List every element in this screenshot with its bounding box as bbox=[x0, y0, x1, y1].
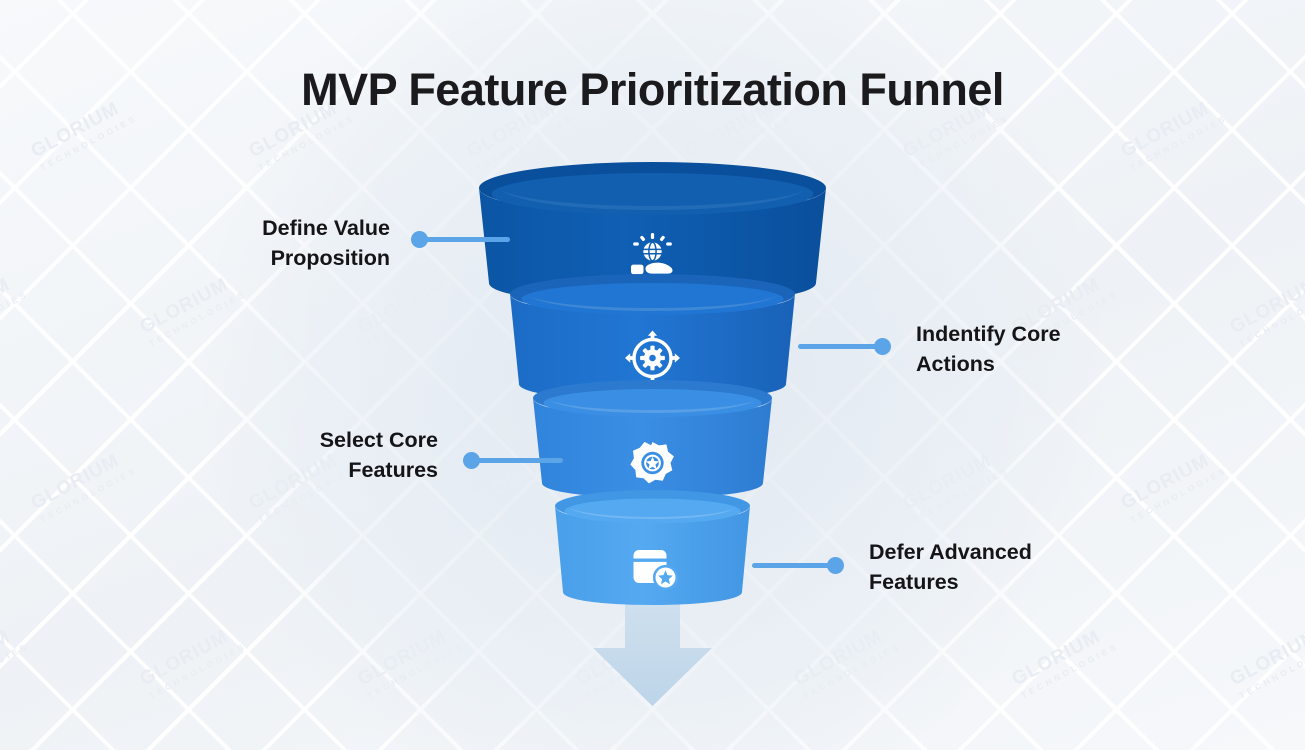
funnel-outflow-arrow bbox=[593, 600, 712, 706]
funnel-stage-4[interactable] bbox=[555, 490, 750, 605]
funnel-label-stage-2: Indentify Core Actions bbox=[916, 322, 1061, 376]
connector-line-stage-3 bbox=[476, 458, 563, 463]
archive-box-star-icon bbox=[633, 550, 679, 591]
hand-holding-idea-icon bbox=[631, 233, 673, 275]
funnel-stage-2[interactable] bbox=[510, 274, 795, 401]
connector-dot-stage-1 bbox=[411, 231, 428, 248]
connector-line-stage-2 bbox=[798, 344, 882, 349]
funnel-label-stage-4: Defer Advanced Features bbox=[869, 540, 1032, 594]
connector-dot-stage-3 bbox=[463, 452, 480, 469]
page-title: MVP Feature Prioritization Funnel bbox=[301, 64, 1004, 115]
connector-dot-stage-4 bbox=[827, 557, 844, 574]
funnel-stage-3[interactable] bbox=[533, 380, 772, 498]
funnel-label-stage-1: Define Value Proposition bbox=[262, 216, 390, 270]
connector-line-stage-4 bbox=[752, 563, 834, 568]
funnel-stage-1[interactable] bbox=[479, 162, 826, 304]
funnel-label-stage-3: Select Core Features bbox=[319, 428, 438, 482]
target-gear-icon bbox=[625, 330, 680, 386]
connector-dot-stage-2 bbox=[874, 338, 891, 355]
connector-line-stage-1 bbox=[424, 237, 510, 242]
gear-star-badge-icon bbox=[630, 441, 674, 484]
